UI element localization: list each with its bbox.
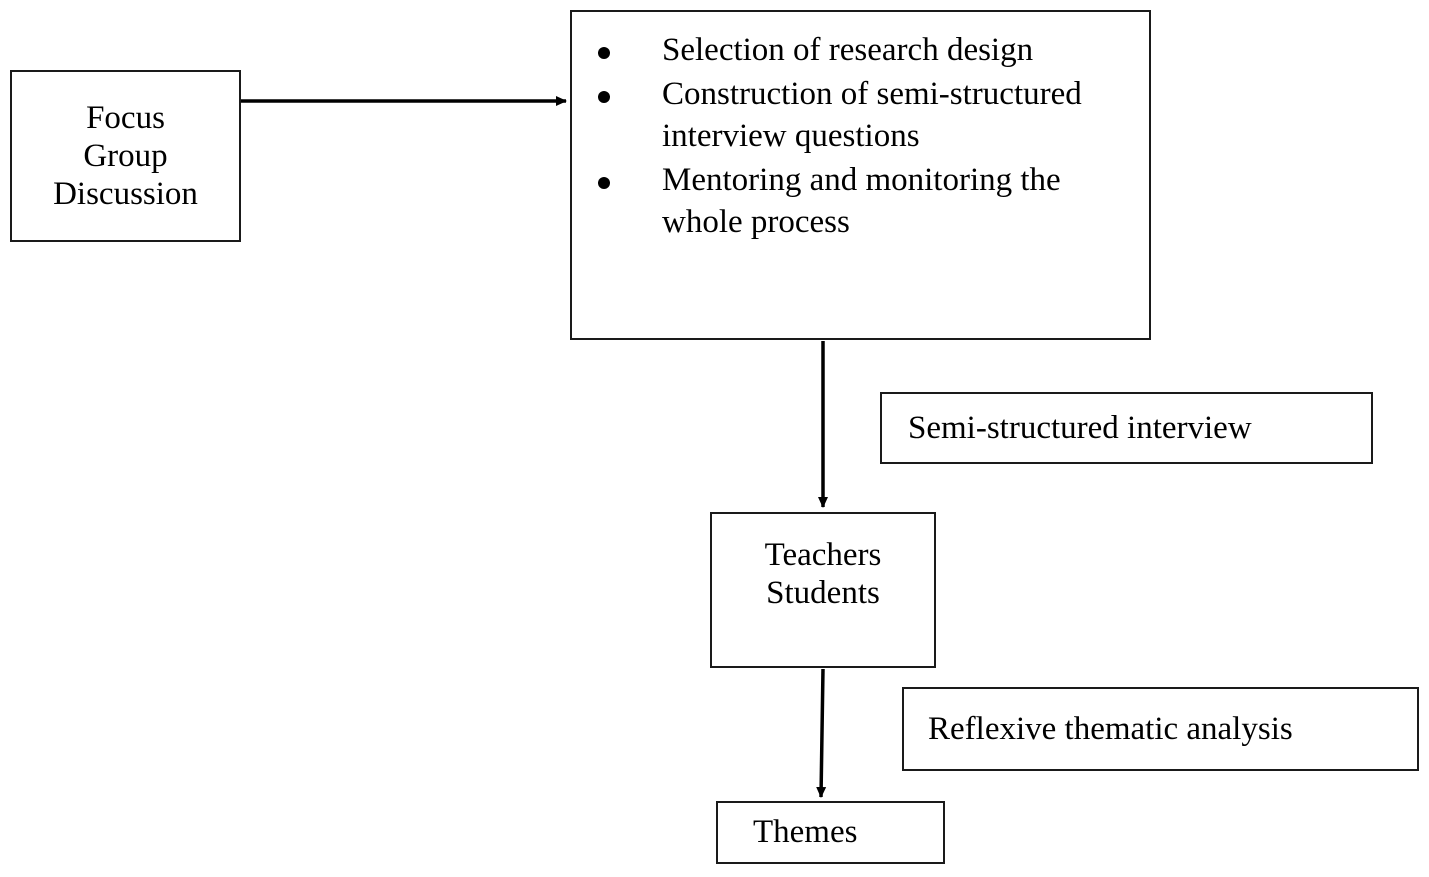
arrow-participants-to-themes <box>816 668 827 798</box>
node-themes-label: Themes <box>753 814 858 851</box>
node-focus-group-discussion-label: Focus Group Discussion <box>53 99 198 213</box>
node-reflexive-thematic-analysis-label: Reflexive thematic analysis <box>928 710 1293 747</box>
list-item: Mentoring and monitoring the whole proce… <box>572 160 1135 244</box>
node-research-process: Selection of research design Constructio… <box>570 10 1151 340</box>
bullet-text: Selection of research design <box>662 32 1034 68</box>
node-focus-group-discussion: Focus Group Discussion <box>10 70 241 242</box>
list-item: Construction of semi-structured intervie… <box>572 74 1135 158</box>
research-process-bullet-list: Selection of research design Constructio… <box>572 30 1149 244</box>
bullet-text: Mentoring and monitoring the whole proce… <box>662 161 1061 240</box>
list-item: Selection of research design <box>572 30 1135 72</box>
node-themes: Themes <box>716 801 945 864</box>
node-teachers-students: Teachers Students <box>710 512 936 668</box>
node-reflexive-thematic-analysis: Reflexive thematic analysis <box>902 687 1419 771</box>
node-teachers-students-label: Teachers Students <box>764 537 882 612</box>
node-semi-structured-interview-label: Semi-structured interview <box>908 409 1252 446</box>
node-semi-structured-interview: Semi-structured interview <box>880 392 1373 464</box>
bullet-text: Construction of semi-structured intervie… <box>662 75 1082 154</box>
